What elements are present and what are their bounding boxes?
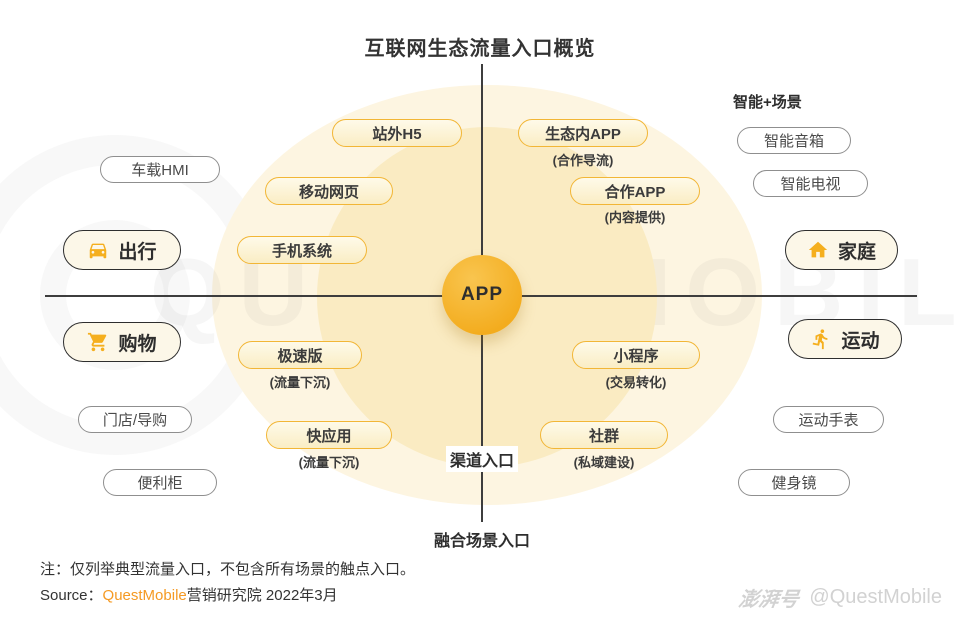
fusion-entry-label: 融合场景入口: [433, 533, 531, 550]
category-label: 购物: [118, 333, 157, 355]
pill-store-guide: 门店/导购: [78, 406, 192, 433]
sub-quick-app: (流量下沉): [298, 455, 360, 470]
pengpai-logo: 澎湃号: [737, 589, 801, 611]
pill-coop-app: 合作APP: [570, 177, 700, 205]
pill-category-home: 家庭: [785, 230, 898, 270]
pill-outside-h5: 站外H5: [332, 119, 462, 147]
sub-speed-version: (流量下沉): [269, 375, 331, 390]
runner-icon: [813, 329, 828, 350]
pill-category-shopping: 购物: [63, 322, 181, 362]
platform-watermark: 澎湃号 @QuestMobile: [737, 583, 942, 612]
pill-sport-watch: 运动手表: [773, 406, 884, 433]
source-prefix: Source：: [40, 587, 103, 604]
pill-fitness-mirror: 健身镜: [738, 469, 850, 496]
source-brand: QuestMobile: [102, 587, 187, 604]
scene-section-header: 智能+场景: [733, 94, 802, 111]
category-label: 家庭: [837, 241, 876, 263]
source-line: Source：QuestMobile营销研究院 2022年3月: [40, 584, 338, 605]
sub-coop-app: (内容提供): [604, 210, 666, 225]
pill-vending-cabinet: 便利柜: [103, 469, 217, 496]
pill-smart-tv: 智能电视: [753, 170, 868, 197]
pill-category-travel: 出行: [63, 230, 181, 270]
sub-community: (私域建设): [573, 455, 635, 470]
page-title: 互联网生态流量入口概览: [364, 38, 596, 60]
center-app-node: APP: [442, 255, 522, 335]
pill-community: 社群: [540, 421, 668, 449]
pill-mobile-web: 移动网页: [265, 177, 393, 205]
sub-mini-program: (交易转化): [605, 375, 667, 390]
category-label: 出行: [118, 241, 157, 263]
pill-quick-app: 快应用: [266, 421, 392, 449]
pill-phone-system: 手机系统: [237, 236, 367, 264]
cart-icon: [88, 332, 107, 352]
pill-eco-app: 生态内APP: [518, 119, 648, 147]
category-label: 运动: [841, 330, 880, 352]
sub-eco-app: (合作导流): [552, 153, 614, 168]
pill-mini-program: 小程序: [572, 341, 700, 369]
channel-entry-label: 渠道入口: [445, 446, 519, 472]
source-suffix: 营销研究院 2022年3月: [186, 587, 338, 604]
pill-vehicle-hmi: 车载HMI: [100, 156, 220, 183]
watermark-handle: @QuestMobile: [809, 586, 942, 608]
pill-speed-version: 极速版: [238, 341, 362, 369]
pill-smart-speaker: 智能音箱: [737, 127, 851, 154]
footnote: 注：仅列举典型流量入口，不包含所有场景的触点入口。: [40, 561, 416, 578]
pill-category-sport: 运动: [788, 319, 902, 359]
home-icon: [808, 241, 828, 258]
car-icon: [90, 243, 107, 259]
